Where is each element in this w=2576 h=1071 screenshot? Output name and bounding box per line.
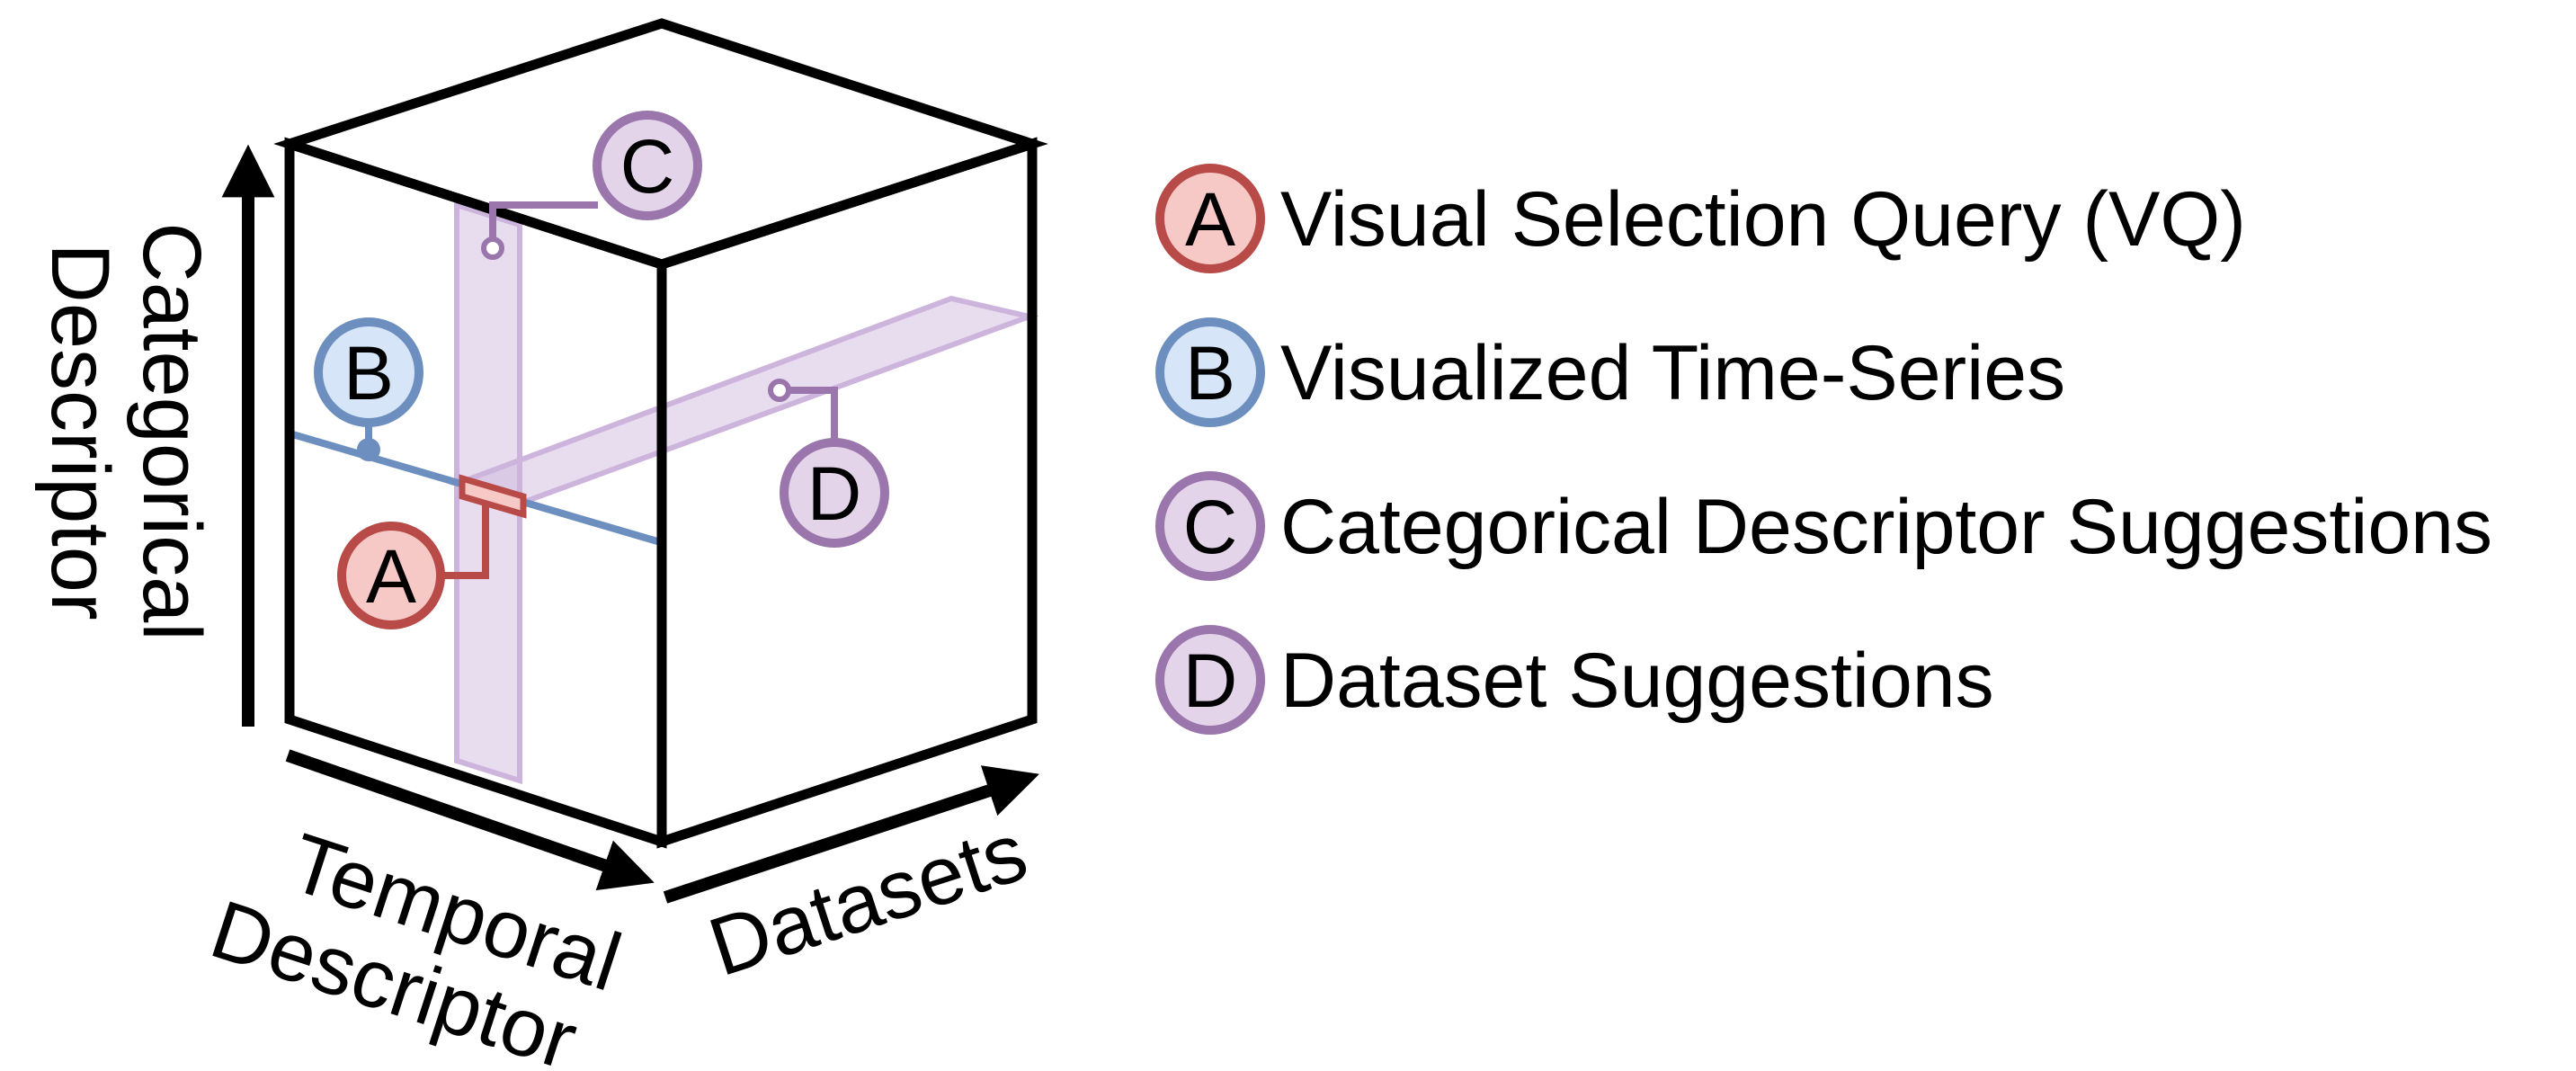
legend: A Visual Selection Query (VQ) B Visualized … <box>1155 164 2492 735</box>
legend-item-a: A Visual Selection Query (VQ) <box>1155 164 2246 273</box>
legend-label: Categorical Descriptor Suggestions <box>1280 484 2492 570</box>
marker-d-end <box>768 379 791 402</box>
marker-b: B <box>314 317 423 461</box>
marker-c-letter: C <box>620 124 675 209</box>
legend-marker-letter: C <box>1183 485 1238 569</box>
legend-label: Visual Selection Query (VQ) <box>1280 176 2246 263</box>
marker-a: A <box>337 504 489 629</box>
marker-a-letter: A <box>366 534 416 619</box>
legend-marker-letter: A <box>1185 177 1235 262</box>
marker-c-connector <box>489 201 598 241</box>
data-cube <box>273 18 1048 849</box>
legend-label: Dataset Suggestions <box>1280 638 1994 724</box>
marker-b-circle <box>314 317 423 427</box>
legend-marker-circle <box>1155 317 1265 427</box>
marker-d-letter: D <box>807 451 862 536</box>
legend-marker-letter: D <box>1183 638 1238 723</box>
marker-d-circle <box>780 438 889 548</box>
legend-item-d: D Dataset Suggestions <box>1155 625 1994 735</box>
marker-b-letter: B <box>343 331 394 415</box>
datasets-axis-arrow <box>663 765 1039 904</box>
marker-d: D <box>768 379 889 548</box>
categorical-axis-label: Categorical Descriptor <box>34 222 218 640</box>
marker-c-circle <box>593 111 702 220</box>
legend-item-c: C Categorical Descriptor Suggestions <box>1155 471 2492 581</box>
marker-a-connector <box>441 504 489 579</box>
selection-query-box <box>459 474 527 519</box>
legend-item-b: B Visualized Time-Series <box>1155 317 2065 427</box>
temporal-axis-arrow <box>285 749 655 891</box>
marker-a-circle <box>337 522 445 629</box>
legend-marker-letter: B <box>1185 331 1235 415</box>
legend-label: Visualized Time-Series <box>1280 330 2065 416</box>
marker-b-dot <box>357 438 380 461</box>
marker-c-end <box>481 237 504 260</box>
marker-d-connector <box>788 387 838 450</box>
temporal-axis-label: Temporal Descriptor <box>201 817 631 1071</box>
categorical-axis-label-line1: Categorical <box>126 222 218 640</box>
legend-marker-circle <box>1155 625 1265 735</box>
dataset-suggestion-band <box>448 295 1039 507</box>
marker-c: C <box>481 111 702 260</box>
legend-marker-circle <box>1155 164 1265 273</box>
cube-right-face <box>656 137 1038 849</box>
legend-marker-circle <box>1155 471 1265 581</box>
categorical-axis-label-line2: Descriptor <box>34 243 126 620</box>
